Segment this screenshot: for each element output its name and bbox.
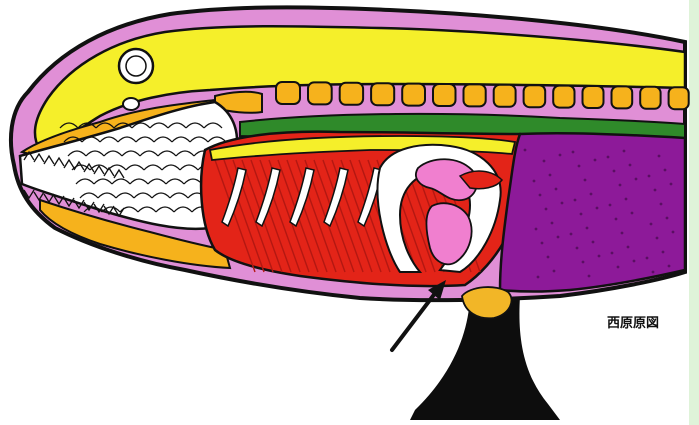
viscera-dot xyxy=(596,207,599,210)
viscera-dot xyxy=(629,164,632,167)
viscera-dot xyxy=(541,242,544,245)
viscera-dot xyxy=(586,227,589,230)
viscera-dot xyxy=(555,188,558,191)
viscera-dot xyxy=(666,217,669,220)
viscera-dot xyxy=(668,265,671,268)
viscera-dot xyxy=(553,270,556,273)
viscera-dot xyxy=(627,246,630,249)
viscera-dot xyxy=(658,155,661,158)
figure-credit: 西原原図 xyxy=(607,312,659,331)
viscera-dot xyxy=(588,275,591,278)
viscera-dot xyxy=(654,189,657,192)
viscera-dot xyxy=(559,154,562,157)
viscera-dot xyxy=(631,212,634,215)
vertebra xyxy=(402,84,425,106)
viscera-dot xyxy=(621,232,624,235)
viscera-dot xyxy=(578,165,581,168)
vertebra xyxy=(494,85,516,107)
viscera-dot xyxy=(607,156,610,159)
viscera-dot xyxy=(570,233,573,236)
otic-vesicle xyxy=(123,98,139,110)
vertebra xyxy=(612,86,633,108)
vertebra xyxy=(340,83,363,105)
viscera-dot xyxy=(592,241,595,244)
vertebra xyxy=(583,86,604,108)
viscera-dot xyxy=(613,170,616,173)
viscera-dot xyxy=(576,247,579,250)
viscera-dot xyxy=(623,150,626,153)
viscera-dot xyxy=(545,208,548,211)
viscera-dot xyxy=(652,271,655,274)
viscera-dot xyxy=(549,174,552,177)
viscera-dot xyxy=(598,255,601,258)
eye xyxy=(119,49,153,83)
viscera-dot xyxy=(561,202,564,205)
viscera xyxy=(500,133,685,291)
viscera-dot xyxy=(524,149,527,152)
viscera-dot xyxy=(670,183,673,186)
viscera-dot xyxy=(617,266,620,269)
viscera-dot xyxy=(574,199,577,202)
viscera-dot xyxy=(537,276,540,279)
viscera-dot xyxy=(580,213,583,216)
viscera-dot xyxy=(635,178,638,181)
viscera-dot xyxy=(650,223,653,226)
viscera-dot xyxy=(662,251,665,254)
viscera-dot xyxy=(543,160,546,163)
viscera-dot xyxy=(648,175,651,178)
viscera-dot xyxy=(533,180,536,183)
viscera-dot xyxy=(590,193,593,196)
vertebra xyxy=(464,84,486,106)
vertebra xyxy=(371,83,394,105)
vertebra xyxy=(669,87,689,109)
viscera-dot xyxy=(572,151,575,154)
viscera-dot xyxy=(646,257,649,260)
viscera-dot xyxy=(539,194,542,197)
vertebra xyxy=(308,82,332,104)
viscera-dot xyxy=(582,261,585,264)
viscera-dot xyxy=(609,204,612,207)
viscera-dot xyxy=(656,237,659,240)
viscera-dot xyxy=(664,169,667,172)
viscera-dot xyxy=(535,228,538,231)
viscera-dot xyxy=(660,203,663,206)
vertebra xyxy=(640,87,660,109)
viscera-dot xyxy=(672,231,675,234)
vertebra xyxy=(276,82,300,104)
viscera-dot xyxy=(594,159,597,162)
viscera-dot xyxy=(611,252,614,255)
vertebra xyxy=(524,85,546,107)
viscera-dot xyxy=(584,179,587,182)
viscera-dot xyxy=(615,218,618,221)
vertebra xyxy=(553,86,574,108)
viscera-dot xyxy=(625,198,628,201)
viscera-dot xyxy=(619,184,622,187)
vertebra xyxy=(433,84,456,106)
viscera-dot xyxy=(633,260,636,263)
viscera-dot xyxy=(557,236,560,239)
viscera-dot xyxy=(551,222,554,225)
viscera-dot xyxy=(547,256,550,259)
